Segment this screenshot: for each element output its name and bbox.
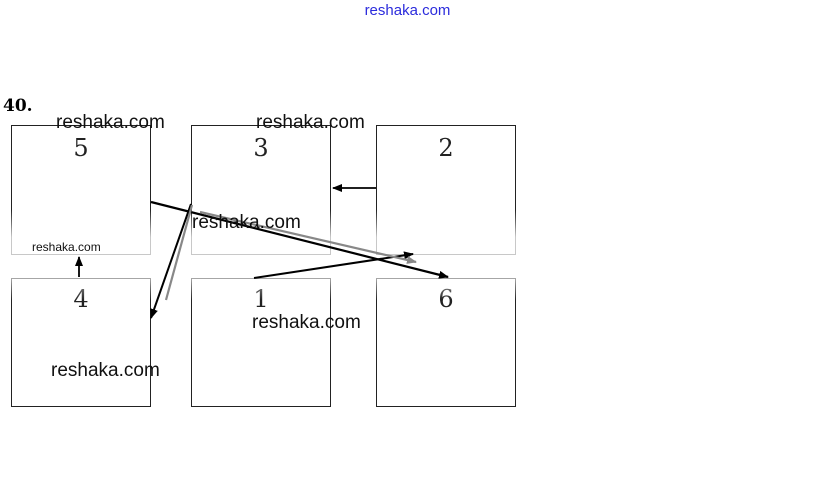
box-label-5: 5 <box>73 134 89 162</box>
arrow-3-to-6 <box>199 210 417 264</box>
watermark-text: reshaka.com <box>32 240 101 254</box>
watermark-text: reshaka.com <box>51 360 160 381</box>
arrow-1-to-3 <box>164 204 194 301</box>
watermark-text: reshaka.com <box>56 112 165 133</box>
watermark-text: reshaka.com <box>252 312 361 333</box>
arrow-5-to-6 <box>150 200 449 279</box>
box-label-3: 3 <box>253 134 269 162</box>
problem-number: 40. <box>3 96 33 116</box>
arrow-3-to-4 <box>150 203 192 319</box>
watermark-text: reshaka.com <box>256 112 365 133</box>
box-label-2: 2 <box>438 134 454 162</box>
site-link[interactable]: reshaka.com <box>364 2 451 19</box>
watermark-text: reshaka.com <box>192 212 301 233</box>
arrow-1-to-6 <box>253 251 414 279</box>
watermark-band <box>10 210 530 300</box>
